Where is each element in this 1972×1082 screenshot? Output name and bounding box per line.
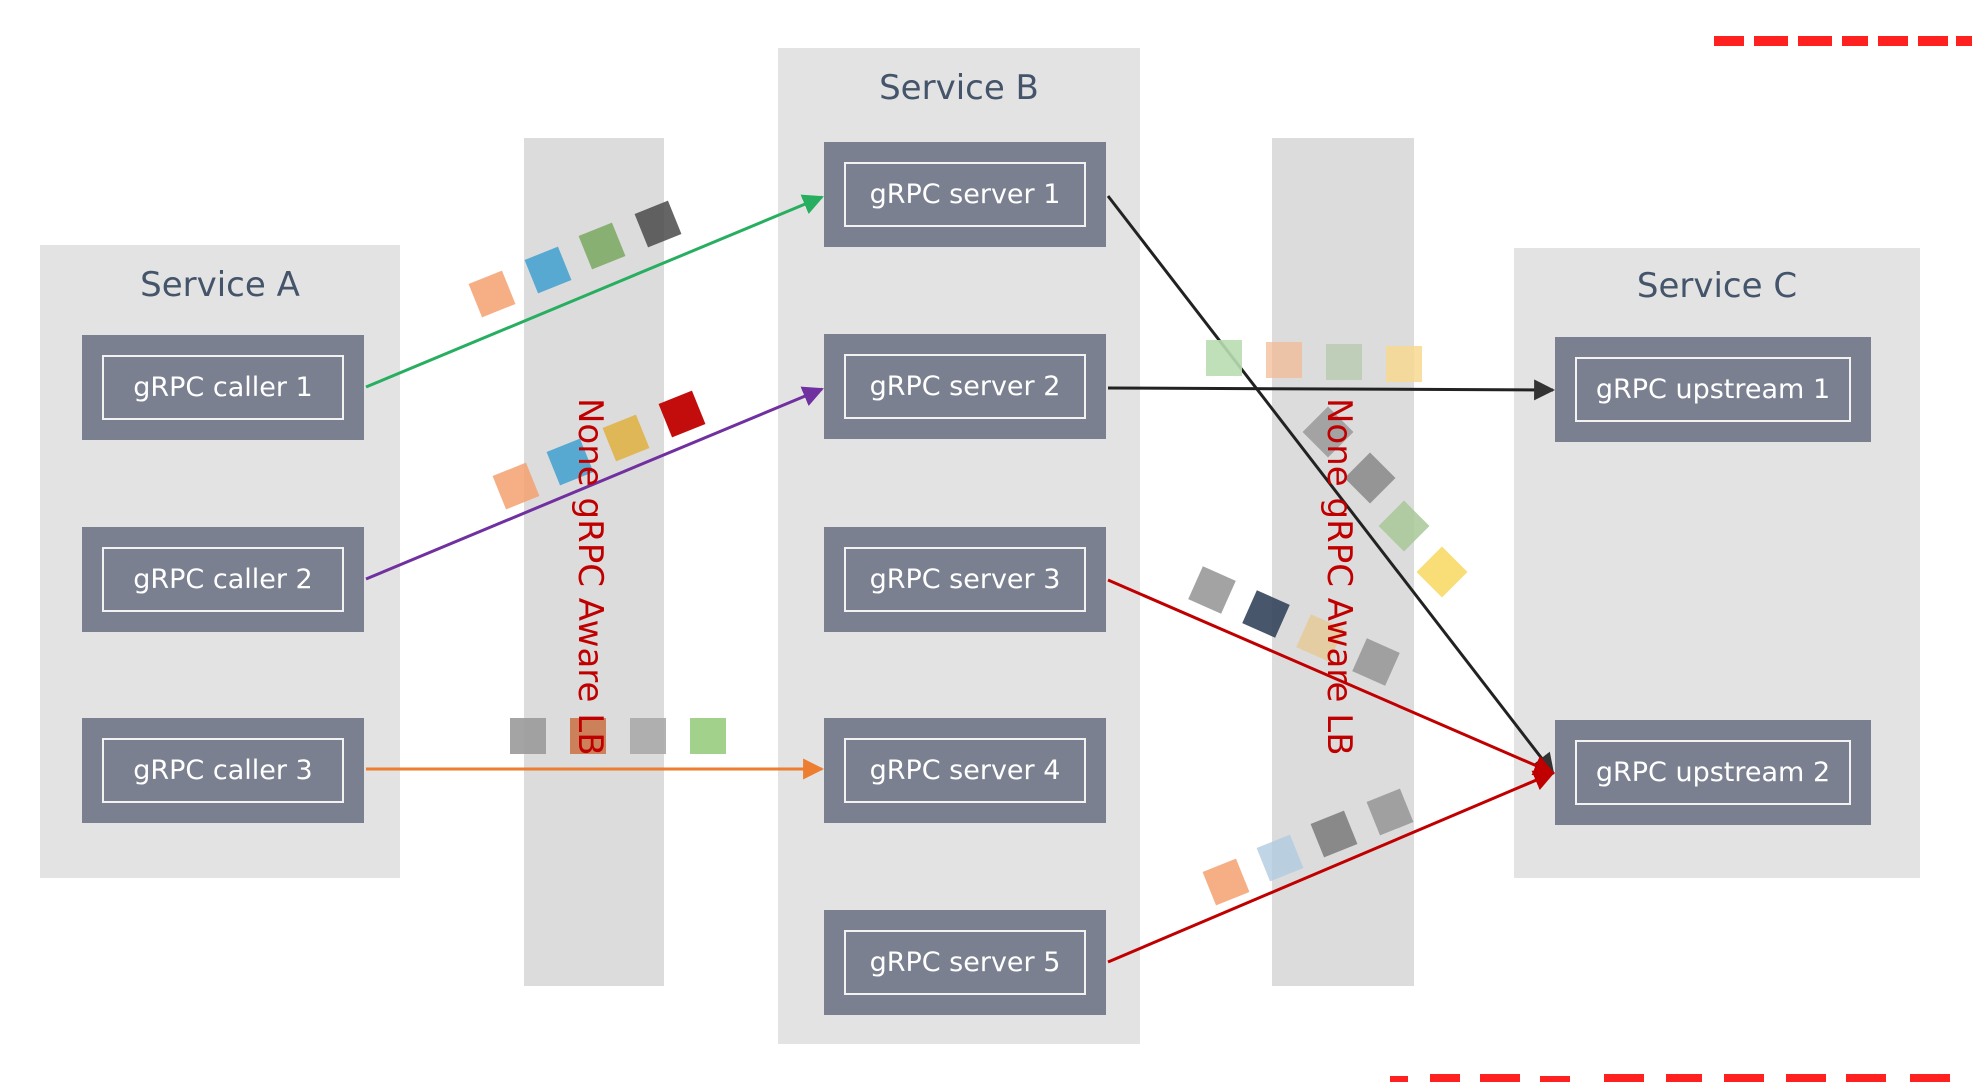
top-right-watermark-fragment [1714, 34, 1972, 50]
arrow-caller1-to-server1 [365, 194, 824, 389]
right-lb-label: None gRPC Aware LB [1319, 398, 1359, 756]
packet-square [1326, 344, 1362, 380]
server-label-2: gRPC server 2 [844, 354, 1086, 419]
upstream-label-2: gRPC upstream 2 [1575, 740, 1851, 805]
packet-square [630, 718, 666, 754]
caller-node-3: gRPC caller 3 [82, 718, 364, 823]
packet-square [690, 718, 726, 754]
packet-square [1206, 340, 1242, 376]
caller-node-2: gRPC caller 2 [82, 527, 364, 632]
upstream-node-1: gRPC upstream 1 [1555, 337, 1871, 442]
server-node-5: gRPC server 5 [824, 910, 1106, 1015]
arrow-caller2-to-server2 [365, 386, 824, 581]
upstream-label-1: gRPC upstream 1 [1575, 357, 1851, 422]
bottom-right-watermark-fragment [1390, 1072, 1972, 1082]
arrow-server3-to-upstream2 [1107, 578, 1555, 776]
service-c-title: Service C [1636, 266, 1798, 306]
caller-node-1: gRPC caller 1 [82, 335, 364, 440]
packet-square [510, 718, 546, 754]
caller-label-1: gRPC caller 1 [102, 355, 344, 420]
arrow-server2-to-upstream1 [1107, 379, 1556, 401]
left-lb-label: None gRPC Aware LB [570, 398, 610, 756]
server-label-3: gRPC server 3 [844, 547, 1086, 612]
packet-square [570, 718, 606, 754]
packet-square [1386, 346, 1422, 382]
server-label-4: gRPC server 4 [844, 738, 1086, 803]
server-node-1: gRPC server 1 [824, 142, 1106, 247]
server-node-4: gRPC server 4 [824, 718, 1106, 823]
service-b-title: Service B [879, 68, 1039, 108]
server-label-1: gRPC server 1 [844, 162, 1086, 227]
packet-square [1266, 342, 1302, 378]
server-label-5: gRPC server 5 [844, 930, 1086, 995]
upstream-node-2: gRPC upstream 2 [1555, 720, 1871, 825]
service-a-title: Service A [140, 265, 300, 305]
server-node-3: gRPC server 3 [824, 527, 1106, 632]
caller-label-3: gRPC caller 3 [102, 738, 344, 803]
caller-label-2: gRPC caller 2 [102, 547, 344, 612]
arrow-server5-to-upstream2 [1107, 770, 1555, 964]
arrow-server1-to-upstream2 [1106, 195, 1555, 775]
server-node-2: gRPC server 2 [824, 334, 1106, 439]
